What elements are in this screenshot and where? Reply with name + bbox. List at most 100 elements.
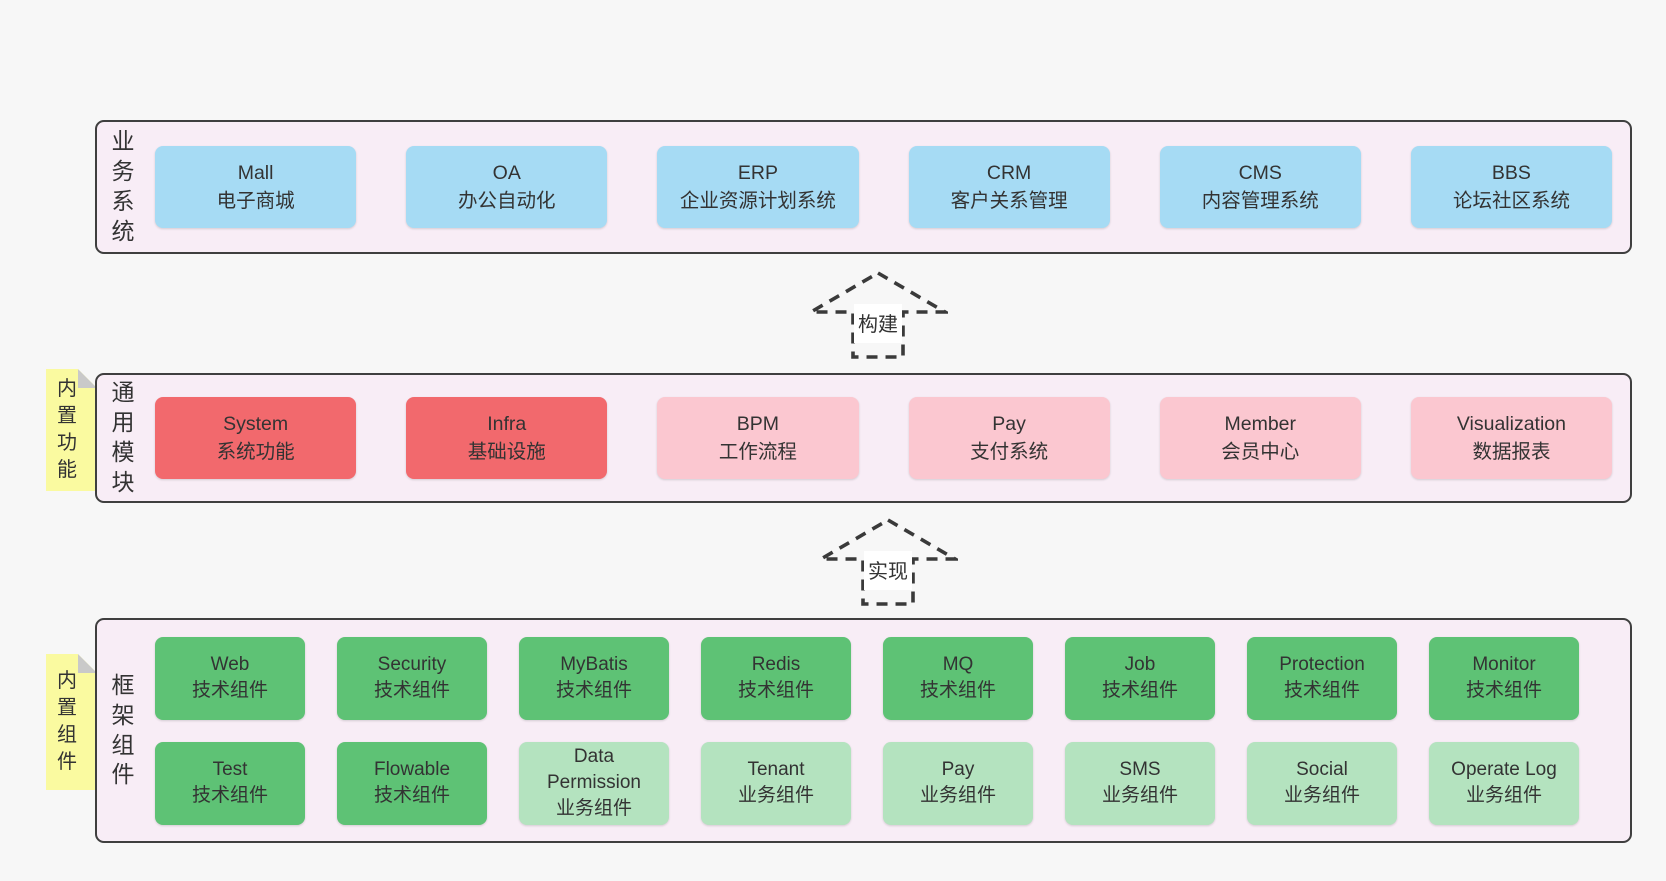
box-system: System 系统功能 [155, 397, 357, 479]
box-pay-component: Pay 业务组件 [883, 741, 1033, 825]
arrow-label: 实现 [864, 551, 912, 590]
box-name: Visualization [1456, 412, 1567, 435]
box-subtitle: 内容管理系统 [1201, 190, 1319, 212]
box-name: Infra [487, 412, 527, 435]
box-row: Web 技术组件 Security 技术组件 MyBatis 技术组件 Redi… [155, 636, 1612, 720]
box-name: Protection [1279, 653, 1365, 675]
sticky-note-built-in-components: 内置组件 [46, 654, 97, 790]
arrow-implement: 实现 [818, 517, 958, 607]
box-subtitle: 支付系统 [970, 441, 1049, 463]
box-subtitle: 技术组件 [1101, 680, 1178, 701]
box-bbs: BBS 论坛社区系统 [1410, 146, 1613, 228]
layer-label: 业务系统 [97, 122, 149, 252]
box-subtitle: 企业资源计划系统 [679, 190, 836, 212]
box-operate-log: Operate Log 业务组件 [1429, 741, 1579, 825]
note-text: 内置功能 [57, 378, 77, 481]
box-redis: Redis 技术组件 [701, 636, 851, 720]
layer-framework-components: 框架组件 Web 技术组件 Security 技术组件 MyBatis 技术组件… [95, 618, 1632, 843]
sticky-note-built-in-features: 内置功能 [46, 369, 97, 491]
box-name: ERP [737, 161, 778, 184]
box-name: Web [210, 653, 250, 675]
box-name: MQ [942, 653, 974, 675]
box-subtitle: 业务组件 [1465, 785, 1542, 806]
box-name: Tenant [747, 758, 805, 780]
box-name: Pay [941, 758, 975, 780]
box-name: Monitor [1472, 653, 1536, 675]
box-subtitle: 电子商城 [216, 190, 295, 212]
box-bpm: BPM 工作流程 [657, 397, 859, 479]
layer-common-modules: 通用模块 System 系统功能 Infra 基础设施 BPM 工作流程 Pay [95, 373, 1632, 503]
box-subtitle: 业务组件 [919, 785, 996, 806]
box-name: CMS [1238, 161, 1282, 184]
box-test: Test 技术组件 [155, 741, 305, 825]
box-subtitle: 系统功能 [216, 441, 295, 463]
box-subtitle: 办公自动化 [458, 190, 556, 212]
box-subtitle: 业务组件 [1283, 785, 1360, 806]
note-text: 内置组件 [57, 670, 77, 773]
box-tenant: Tenant 业务组件 [701, 741, 851, 825]
box-subtitle: 技术组件 [1283, 680, 1360, 701]
box-monitor: Monitor 技术组件 [1429, 636, 1579, 720]
box-name: Mall [237, 161, 274, 184]
box-row: Mall 电子商城 OA 办公自动化 ERP 企业资源计划系统 CRM 客户关系… [155, 146, 1613, 228]
box-subtitle: 数据报表 [1472, 441, 1551, 463]
box-name: CRM [986, 161, 1032, 184]
box-sms: SMS 业务组件 [1065, 741, 1215, 825]
box-mall: Mall 电子商城 [155, 146, 357, 228]
box-name: Pay [992, 412, 1026, 435]
box-subtitle: 业务组件 [737, 785, 814, 806]
box-crm: CRM 客户关系管理 [908, 146, 1110, 228]
box-subtitle: 业务组件 [1101, 785, 1178, 806]
box-infra: Infra 基础设施 [406, 397, 608, 479]
box-oa: OA 办公自动化 [406, 146, 608, 228]
box-name: BPM [736, 412, 780, 435]
dashed-up-arrow-icon [818, 517, 958, 606]
layer-content: Web 技术组件 Security 技术组件 MyBatis 技术组件 Redi… [97, 620, 1630, 841]
dashed-up-arrow-icon [808, 270, 948, 359]
box-social: Social 业务组件 [1247, 741, 1397, 825]
layer-label: 通用模块 [97, 375, 149, 501]
box-name: Flowable [373, 758, 451, 780]
layer-label-text: 通用模块 [111, 379, 135, 495]
box-name: MyBatis [560, 653, 628, 675]
layer-label-text: 框架组件 [111, 671, 135, 788]
box-protection: Protection 技术组件 [1247, 636, 1397, 720]
box-subtitle: 会员中心 [1221, 441, 1300, 463]
box-subtitle: 基础设施 [467, 441, 546, 463]
box-name: System [223, 412, 289, 435]
layer-content: System 系统功能 Infra 基础设施 BPM 工作流程 Pay 支付系统… [97, 375, 1630, 501]
box-name: Operate Log [1451, 758, 1557, 780]
arrow-build: 构建 [808, 270, 948, 360]
box-subtitle: 业务组件 [555, 798, 632, 820]
box-visualization: Visualization 数据报表 [1410, 397, 1613, 479]
box-mybatis: MyBatis 技术组件 [519, 636, 669, 720]
box-subtitle: 技术组件 [191, 785, 268, 806]
layer-business-systems: 业务系统 Mall 电子商城 OA 办公自动化 ERP 企业资源计划系统 CRM [95, 120, 1632, 254]
box-subtitle: 技术组件 [373, 680, 450, 701]
box-name: Redis [751, 653, 801, 675]
box-erp: ERP 企业资源计划系统 [657, 146, 859, 228]
box-subtitle: 客户关系管理 [950, 190, 1068, 212]
box-subtitle: 技术组件 [373, 785, 450, 806]
box-cms: CMS 内容管理系统 [1159, 146, 1361, 228]
box-subtitle: 技术组件 [1465, 680, 1542, 701]
box-subtitle: 技术组件 [919, 680, 996, 701]
box-name: OA [492, 161, 521, 184]
box-row: Test 技术组件 Flowable 技术组件 Data Permission … [155, 741, 1612, 825]
box-job: Job 技术组件 [1065, 636, 1215, 720]
layer-label: 框架组件 [97, 620, 149, 841]
layer-content: Mall 电子商城 OA 办公自动化 ERP 企业资源计划系统 CRM 客户关系… [97, 122, 1630, 252]
box-subtitle: 技术组件 [555, 680, 632, 701]
box-pay-system: Pay 支付系统 [908, 397, 1110, 479]
box-name: Test [212, 758, 248, 780]
box-subtitle: 论坛社区系统 [1452, 190, 1570, 212]
box-name: Member [1224, 412, 1297, 435]
box-mq: MQ 技术组件 [883, 636, 1033, 720]
box-name: Data Permission [547, 745, 641, 793]
box-data-permission: Data Permission 业务组件 [519, 741, 669, 825]
box-row: System 系统功能 Infra 基础设施 BPM 工作流程 Pay 支付系统… [155, 397, 1613, 479]
box-flowable: Flowable 技术组件 [337, 741, 487, 825]
box-name: SMS [1119, 758, 1161, 780]
box-subtitle: 技术组件 [737, 680, 814, 701]
